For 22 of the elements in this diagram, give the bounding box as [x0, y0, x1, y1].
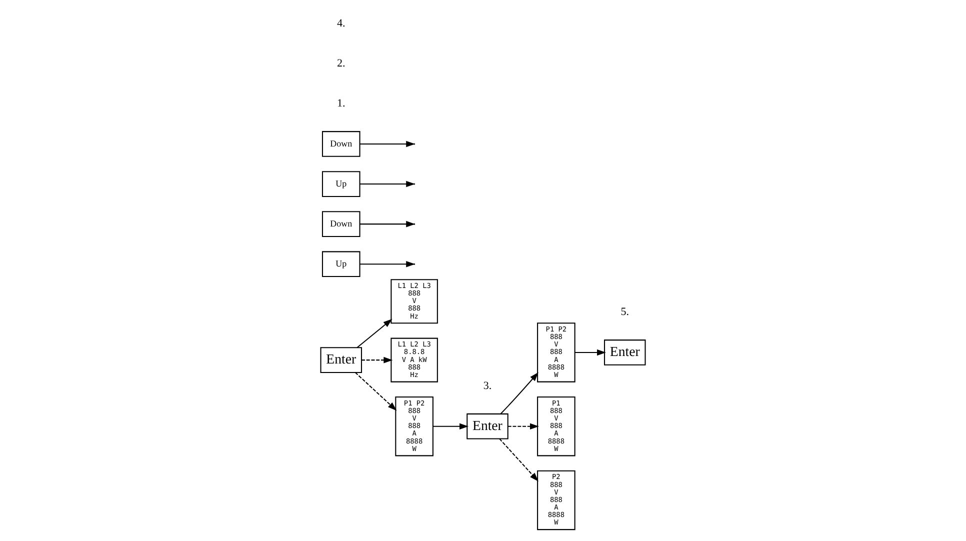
node-box: Up — [322, 251, 360, 278]
label: 1. — [336, 98, 346, 110]
node-box: Down — [322, 131, 360, 157]
label: 3. — [483, 380, 492, 392]
arrow — [360, 260, 416, 268]
label: 5. — [620, 306, 630, 318]
label: 4. — [336, 17, 346, 30]
arrow — [354, 372, 397, 411]
node-box: Up — [322, 171, 360, 197]
node-box: Enter — [466, 413, 508, 440]
arrow — [499, 438, 538, 482]
arrow — [356, 318, 392, 348]
arrow — [574, 349, 606, 356]
arrow — [362, 356, 393, 364]
arrow — [360, 220, 416, 228]
label: 2. — [336, 58, 346, 70]
node-box: Enter — [604, 340, 646, 366]
arrow — [433, 423, 468, 430]
node-box: Enter — [320, 347, 362, 374]
node-box: Down — [322, 211, 360, 238]
arrow — [508, 423, 539, 430]
arrow — [500, 372, 538, 414]
